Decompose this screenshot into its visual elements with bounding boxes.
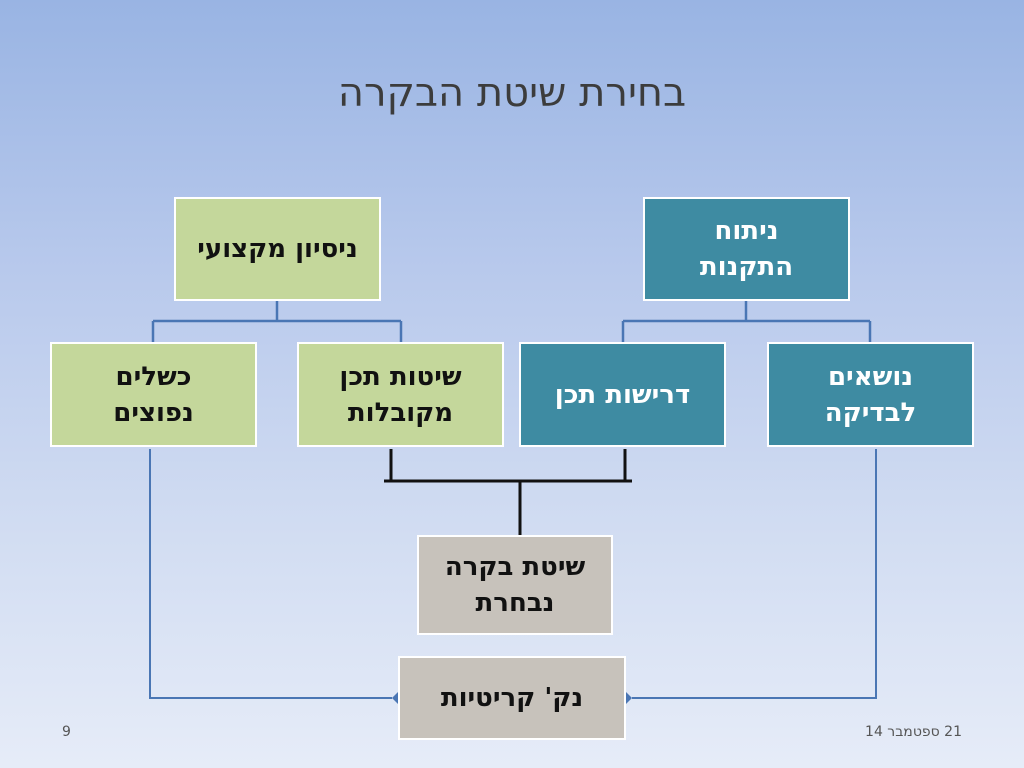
inspection-topics-box: נושאים לבדיקה	[767, 342, 974, 447]
critical-points-box: נק' קריטיות	[398, 656, 626, 740]
scattered-failures-box: כשלים נפוצים	[50, 342, 257, 447]
side-loop-connectors	[149, 449, 877, 699]
slide-title: בחירת שיטת הבקרה	[337, 70, 687, 116]
professional-experience-box: ניסיון מקצועי	[174, 197, 381, 301]
teal-tree-connector	[621, 301, 872, 343]
green-tree-connector	[151, 301, 403, 343]
accepted-design-methods-box: שיטות תכן מקובלות	[297, 342, 504, 447]
selected-control-method-box: שיטת בקרה נבחרת	[417, 535, 613, 635]
page-number: 9	[62, 724, 71, 740]
installations-analysis-box: ניתוח התקנות	[643, 197, 850, 301]
design-requirements-box: דרישות תכן	[519, 342, 726, 447]
slide-date: 21 ספטמבר 14	[865, 724, 962, 740]
merge-bracket-connector	[384, 449, 632, 537]
